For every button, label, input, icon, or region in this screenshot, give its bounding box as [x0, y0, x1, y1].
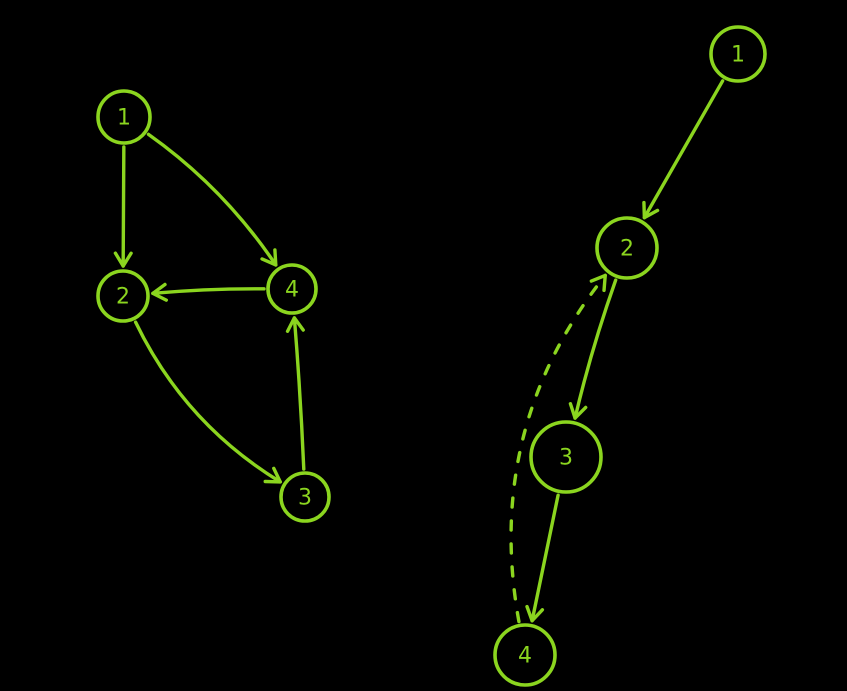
left-graph-arrowhead-1-to-2: [113, 251, 133, 268]
left-graph-arrowhead-4-to-2: [151, 282, 168, 302]
right-tree-node-4-label: 4: [518, 644, 532, 669]
right-tree-arrowhead-3-to-4: [525, 604, 545, 623]
right-tree-arrowhead-4-to-2: [589, 273, 607, 293]
left-graph-node-3-label: 3: [298, 486, 312, 511]
right-tree-node-3: 3: [529, 420, 603, 494]
left-graph-arrowhead-1-to-4: [260, 248, 278, 267]
edges-layer: [113, 79, 725, 624]
left-graph-arrowhead-3-to-4: [285, 316, 305, 333]
right-tree-arrowhead-1-to-2: [642, 200, 660, 220]
left-graph-node-3-circle: [279, 471, 331, 523]
right-tree-arrowhead-2-to-3: [568, 402, 588, 420]
right-tree-node-1-label: 1: [731, 43, 745, 68]
right-tree-node-2-label: 2: [620, 237, 634, 262]
left-graph-arrowhead-2-to-3: [263, 466, 282, 484]
right-tree-node-3-circle: [529, 420, 603, 494]
left-graph-edge-4-to-2: [151, 287, 266, 296]
left-graph-node-4-circle: [266, 263, 318, 315]
right-tree-node-1-circle: [709, 25, 767, 83]
left-graph-edge-1-to-4: [146, 132, 278, 267]
left-graph-edge-1-to-2: [121, 145, 126, 268]
left-graph-node-1-circle: [96, 89, 152, 145]
left-graph-node-4: 4: [266, 263, 318, 315]
left-graph-node-4-label: 4: [285, 278, 299, 303]
right-tree-node-1: 1: [709, 25, 767, 83]
right-tree-edge-1-to-2: [642, 79, 725, 220]
left-graph-node-2-circle: [96, 269, 150, 323]
left-graph-node-3: 3: [279, 471, 331, 523]
right-tree-node-2: 2: [595, 216, 659, 280]
right-tree-edge-2-to-3: [573, 278, 618, 420]
left-graph-edge-3-to-4: [292, 316, 306, 471]
left-graph-node-1: 1: [96, 89, 152, 145]
right-tree-node-4-circle: [493, 623, 557, 687]
nodes-layer: 1 2 4 3 1 2 3 4: [96, 25, 767, 687]
left-graph-node-2: 2: [96, 269, 150, 323]
right-tree-node-2-circle: [595, 216, 659, 280]
left-graph-edge-2-to-3: [133, 320, 282, 484]
right-tree-node-3-label: 3: [559, 446, 573, 471]
left-graph-node-2-label: 2: [116, 285, 130, 310]
right-tree-edge-4-to-2: [509, 273, 607, 624]
left-graph-node-1-label: 1: [117, 106, 131, 131]
right-tree-edge-3-to-4: [530, 493, 560, 623]
right-tree-node-4: 4: [493, 623, 557, 687]
